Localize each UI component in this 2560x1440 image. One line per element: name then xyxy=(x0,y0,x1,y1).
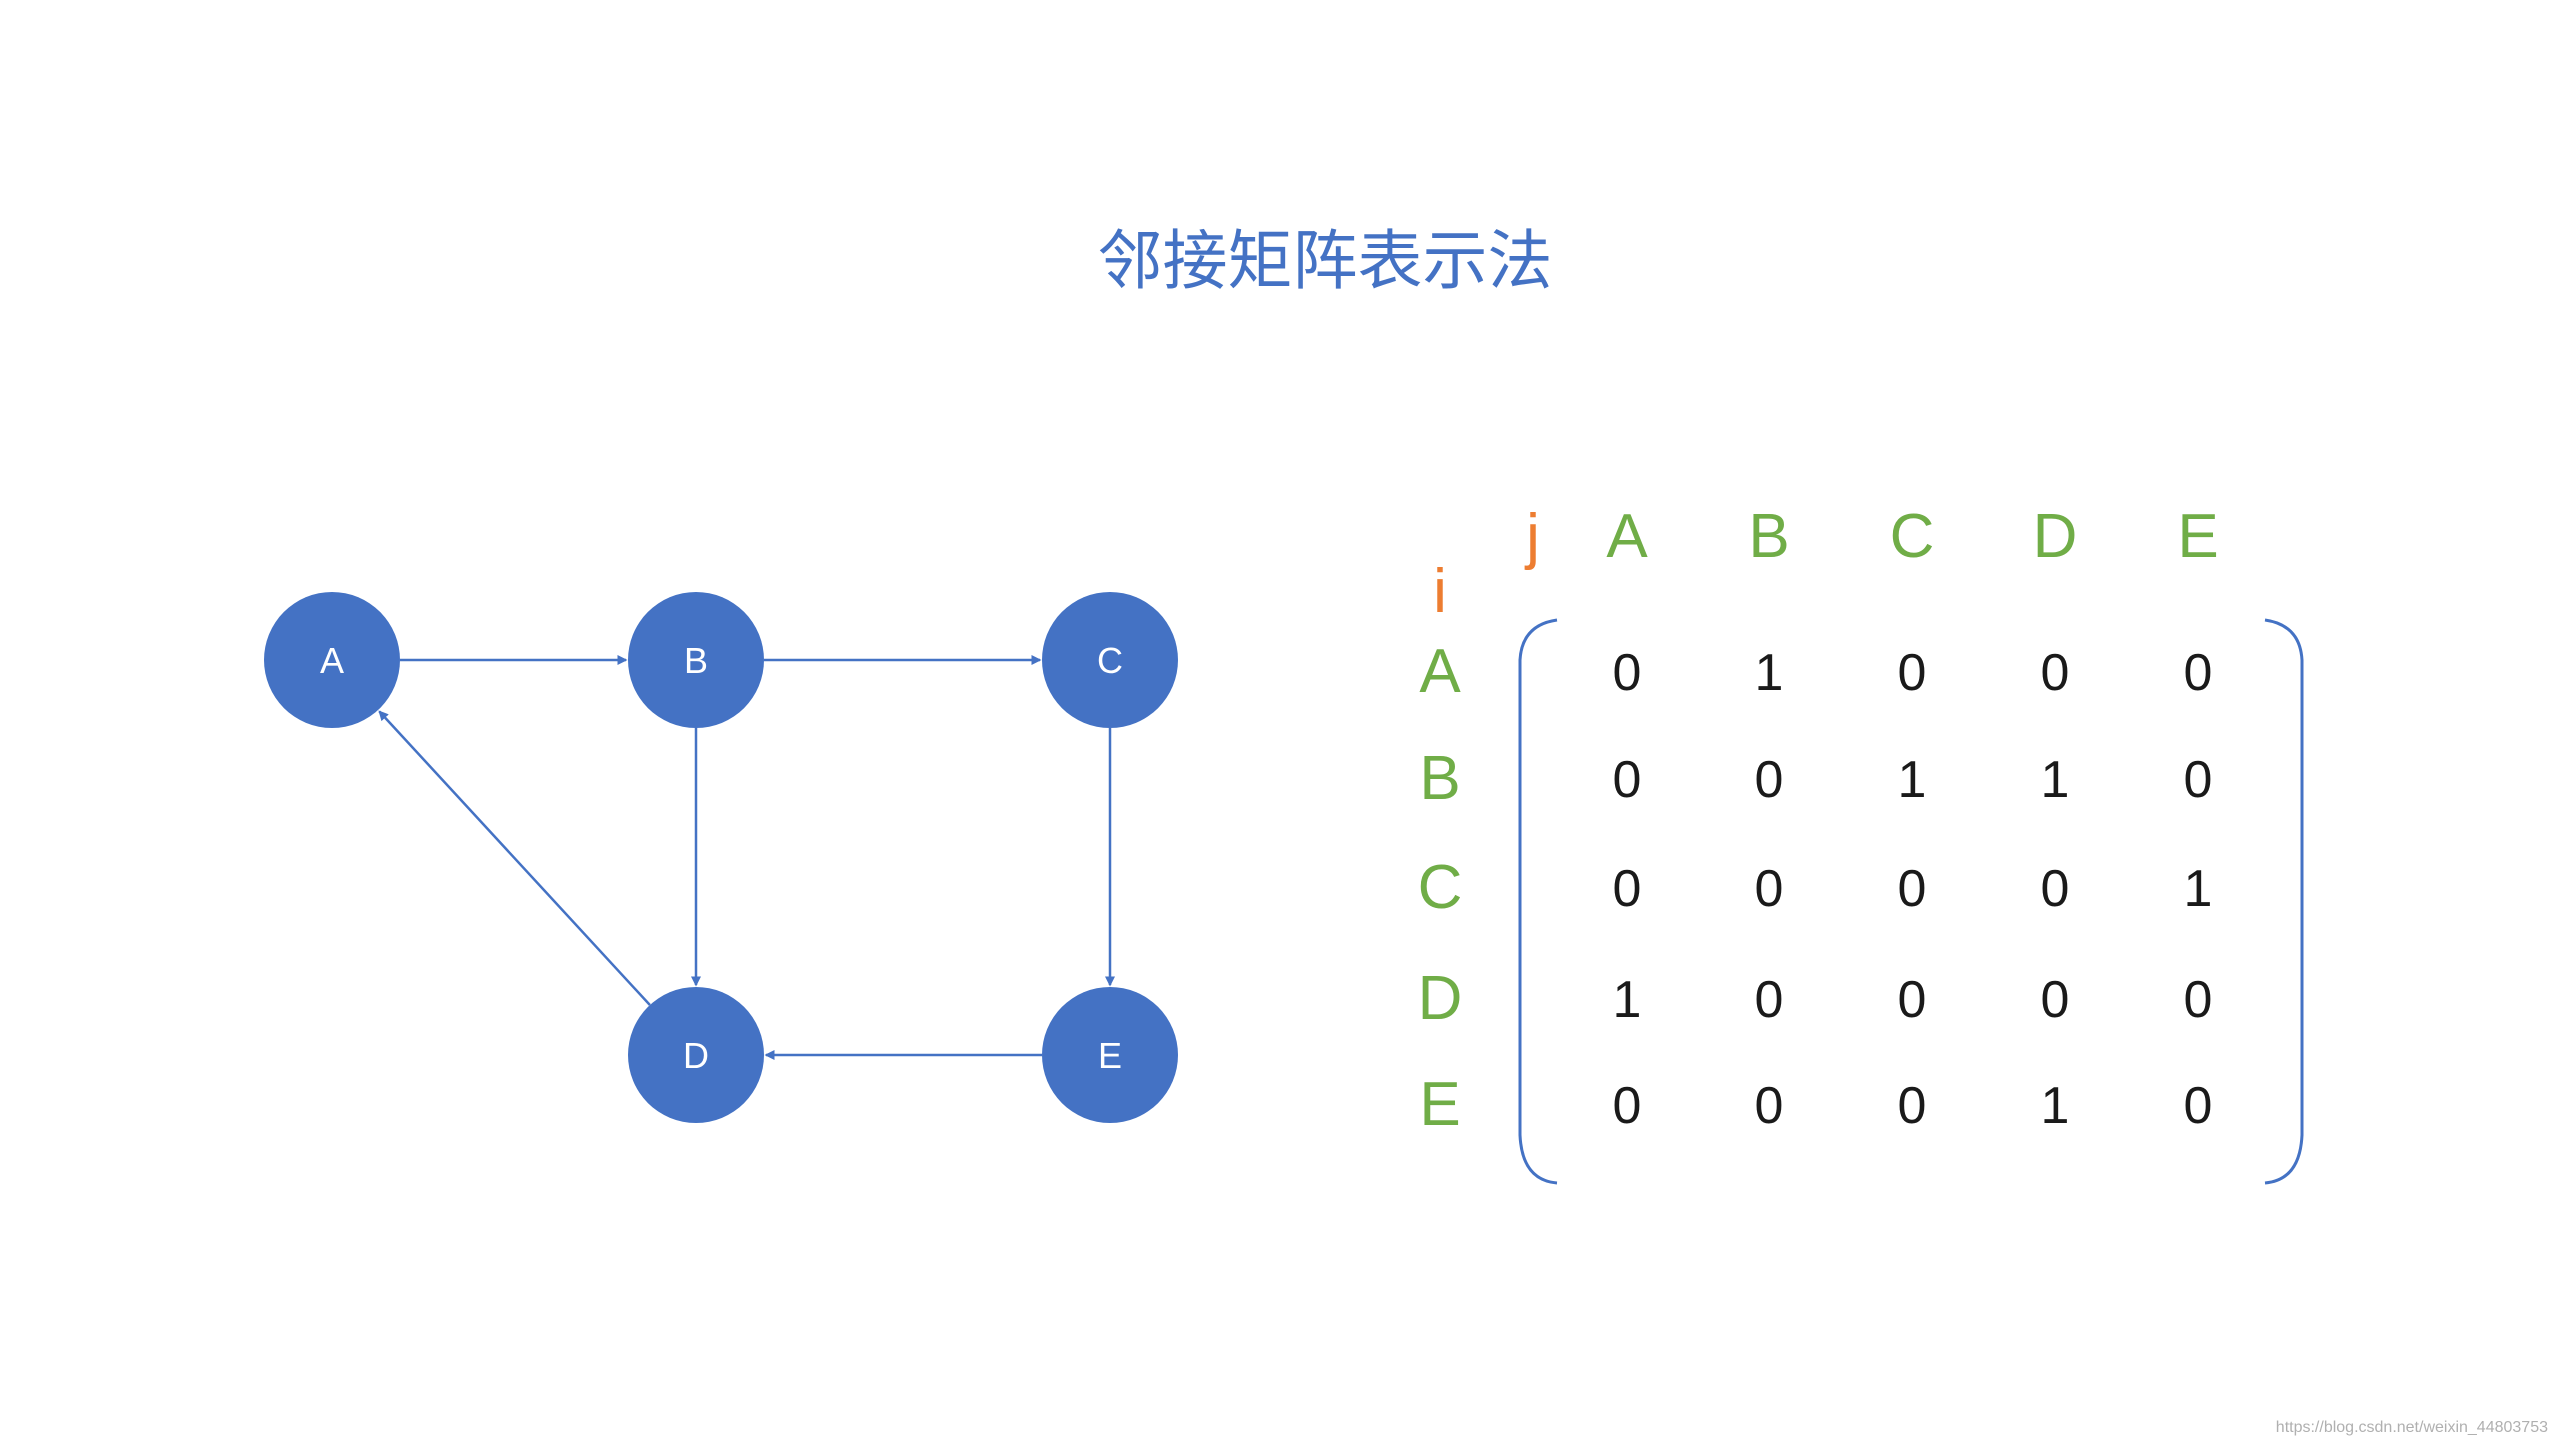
matrix-cell-c-c: 0 xyxy=(1898,860,1927,918)
matrix-cell-b-a: 0 xyxy=(1613,751,1642,809)
matrix-cell-b-e: 0 xyxy=(2184,751,2213,809)
column-header-d: D xyxy=(2033,502,2078,571)
node-d xyxy=(628,987,764,1123)
matrix-cell-e-a: 0 xyxy=(1613,1077,1642,1135)
node-e xyxy=(1042,987,1178,1123)
matrix-cell-c-e: 1 xyxy=(2184,860,2213,918)
matrix-cell-e-d: 1 xyxy=(2041,1077,2070,1135)
matrix-cell-d-c: 0 xyxy=(1898,971,1927,1029)
node-a xyxy=(264,592,400,728)
row-header-a: A xyxy=(1419,637,1461,706)
page-title: 邻接矩阵表示法 xyxy=(1097,224,1552,299)
matrix-cell-b-c: 1 xyxy=(1898,751,1927,809)
row-header-c: C xyxy=(1418,853,1463,922)
column-index-label: j xyxy=(1524,502,1540,571)
node-label-a: A xyxy=(320,640,344,681)
matrix-cell-a-d: 0 xyxy=(2041,644,2070,702)
matrix-cells: 0 1 0 0 0 0 0 1 1 0 0 0 0 0 1 1 0 0 0 0 0 0 0 1 0 xyxy=(1613,644,2213,1135)
edge-d-to-a xyxy=(378,710,651,1006)
column-header-b: B xyxy=(1748,502,1789,571)
column-header-e: E xyxy=(2177,502,2218,571)
row-header-b: B xyxy=(1419,744,1460,813)
matrix-right-bracket xyxy=(2264,618,2304,1185)
matrix-cell-c-b: 0 xyxy=(1755,860,1784,918)
node-label-e: E xyxy=(1098,1035,1122,1076)
matrix-cell-d-b: 0 xyxy=(1755,971,1784,1029)
column-header-a: A xyxy=(1606,502,1648,571)
node-b xyxy=(628,592,764,728)
matrix-cell-d-e: 0 xyxy=(2184,971,2213,1029)
matrix-cell-e-c: 0 xyxy=(1898,1077,1927,1135)
matrix-cell-a-e: 0 xyxy=(2184,644,2213,702)
matrix-cell-d-d: 0 xyxy=(2041,971,2070,1029)
matrix-cell-e-b: 0 xyxy=(1755,1077,1784,1135)
directed-graph: A B C D E xyxy=(264,592,1178,1123)
row-header-d: D xyxy=(1418,964,1463,1033)
column-header-c: C xyxy=(1890,502,1935,571)
matrix-cell-a-c: 0 xyxy=(1898,644,1927,702)
matrix-left-bracket xyxy=(1518,618,1558,1185)
matrix-cell-a-a: 0 xyxy=(1613,644,1642,702)
matrix-cell-c-d: 0 xyxy=(2041,860,2070,918)
matrix-cell-c-a: 0 xyxy=(1613,860,1642,918)
watermark: https://blog.csdn.net/weixin_44803753 xyxy=(2276,1419,2548,1436)
node-c xyxy=(1042,592,1178,728)
node-label-d: D xyxy=(683,1035,709,1076)
matrix-cell-d-a: 1 xyxy=(1613,971,1642,1029)
matrix-cell-b-d: 1 xyxy=(2041,751,2070,809)
row-index-label: i xyxy=(1433,557,1447,626)
node-label-c: C xyxy=(1097,640,1123,681)
row-header-e: E xyxy=(1419,1070,1460,1139)
matrix-cell-a-b: 1 xyxy=(1755,644,1784,702)
node-label-b: B xyxy=(684,640,708,681)
matrix-cell-b-b: 0 xyxy=(1755,751,1784,809)
matrix-cell-e-e: 0 xyxy=(2184,1077,2213,1135)
